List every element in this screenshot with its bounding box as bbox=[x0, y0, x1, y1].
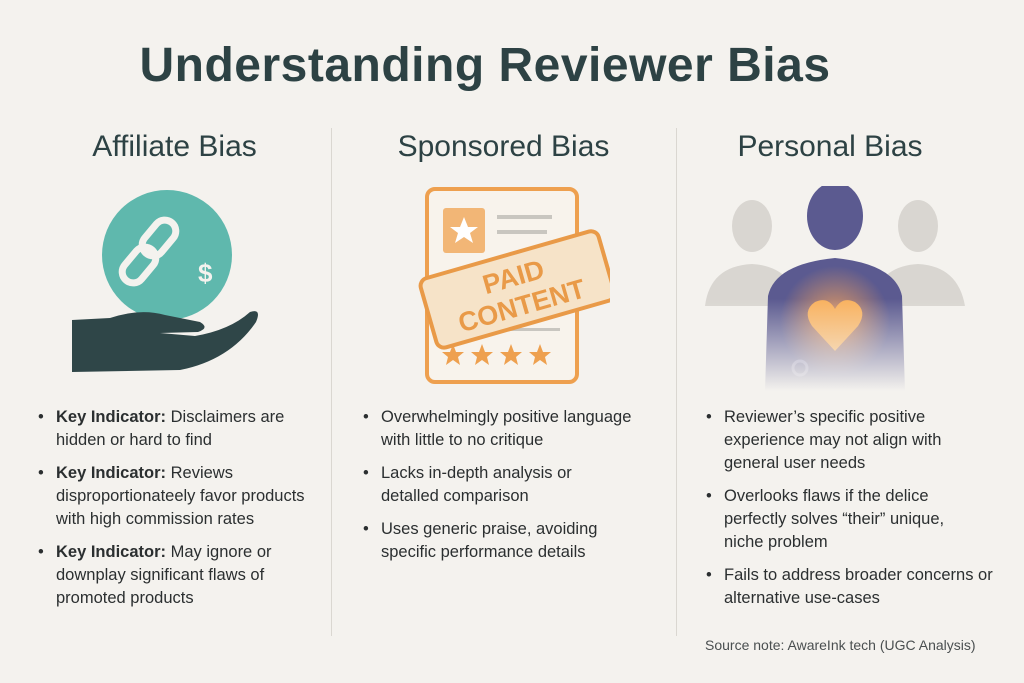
column-heading: Sponsored Bias bbox=[397, 130, 610, 163]
list-item: Uses generic praise, avoiding specific p… bbox=[361, 518, 641, 564]
list-item: Fails to address broader concerns or alt… bbox=[704, 564, 1004, 610]
page-title: Understanding Reviewer Bias bbox=[139, 39, 831, 92]
bullet-text: Disclaimers are hidden or hard to find bbox=[56, 408, 285, 449]
affiliate-bias-column: Affiliate Bias bbox=[0, 130, 331, 164]
column-heading: Personal Bias bbox=[737, 130, 923, 163]
sponsored-bias-column: Sponsored Bias bbox=[331, 130, 676, 164]
personal-bias-list: Reviewer’s specific positive experience … bbox=[704, 406, 1004, 620]
list-item: Overwhelmingly positive language with li… bbox=[361, 406, 661, 452]
paid-content-review-card-icon: PAID CONTENT bbox=[418, 187, 610, 384]
list-item: Lacks in-depth analysis or detalled comp… bbox=[361, 462, 611, 508]
column-heading: Affiliate Bias bbox=[92, 130, 257, 163]
personal-bias-column: Personal Bias bbox=[676, 130, 1024, 164]
bullet-label: Key Indicator: bbox=[56, 464, 167, 482]
person-with-heart-icon bbox=[700, 186, 970, 391]
list-item: Overlooks flaws if the delice perfectly … bbox=[704, 485, 964, 554]
list-item: Key Indicator: Reviews disproportionatee… bbox=[36, 462, 326, 531]
bullet-label: Key Indicator: bbox=[56, 408, 167, 426]
column-divider bbox=[331, 128, 332, 636]
bullet-text: Reviews disproportionateely favor produc… bbox=[56, 464, 305, 528]
source-note: Source note: AwareInk tech (UGC Analysis… bbox=[705, 637, 976, 653]
column-divider bbox=[676, 128, 677, 636]
bullet-text: May ignore or downplay significant flaws… bbox=[56, 543, 272, 607]
hand-holding-link-dollar-icon: $ bbox=[72, 190, 258, 372]
list-item: Key Indicator: Disclaimers are hidden or… bbox=[36, 406, 326, 452]
affiliate-bias-list: Key Indicator: Disclaimers are hidden or… bbox=[36, 406, 326, 620]
svg-text:$: $ bbox=[198, 258, 213, 288]
sponsored-bias-list: Overwhelmingly positive language with li… bbox=[361, 406, 661, 574]
bullet-label: Key Indicator: bbox=[56, 543, 167, 561]
list-item: Reviewer’s specific positive experience … bbox=[704, 406, 954, 475]
list-item: Key Indicator: May ignore or downplay si… bbox=[36, 541, 286, 610]
